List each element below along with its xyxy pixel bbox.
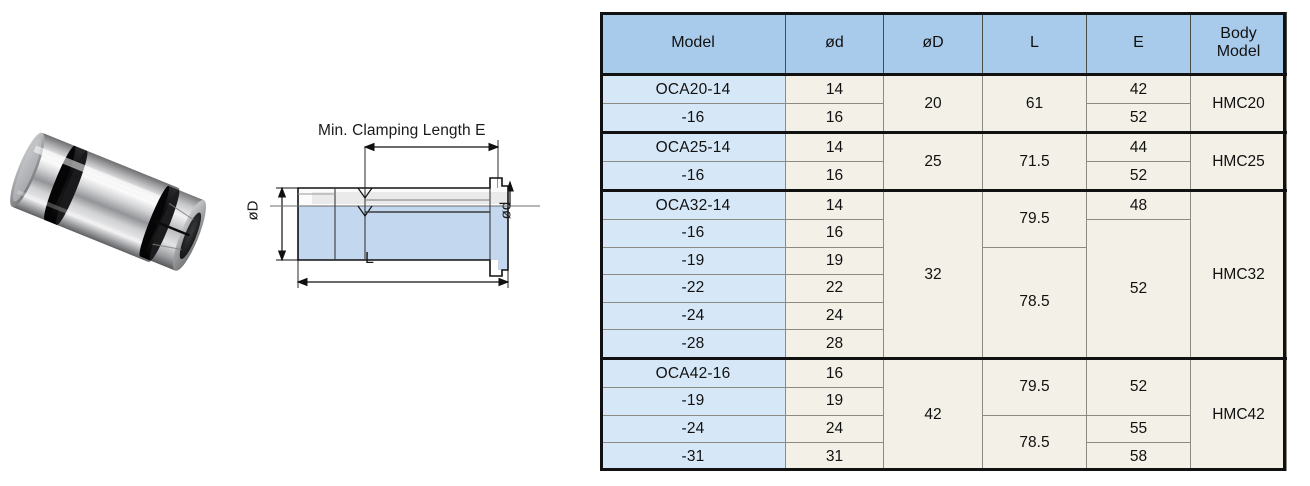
header-od: ød — [785, 12, 884, 76]
cell-model: -16 — [600, 219, 786, 248]
cell-L: 78.5 — [982, 414, 1087, 472]
cell-model: -19 — [600, 387, 786, 416]
cell-oD: 42 — [883, 357, 983, 471]
cell-od: 28 — [785, 329, 884, 360]
cell-E: 42 — [1086, 73, 1191, 104]
cell-od: 19 — [785, 387, 884, 416]
cell-model: OCA20-14 — [600, 73, 786, 104]
cell-L: 71.5 — [982, 131, 1087, 191]
cell-oD: 25 — [883, 131, 983, 191]
cell-od: 16 — [785, 161, 884, 191]
cell-model: -16 — [600, 161, 786, 191]
header-body-model: Body Model — [1190, 12, 1287, 76]
cell-E: 52 — [1086, 103, 1191, 133]
header-L: L — [982, 12, 1087, 76]
cell-model: -28 — [600, 329, 786, 360]
cell-model: OCA32-14 — [600, 189, 786, 220]
cell-od: 22 — [785, 274, 884, 303]
cell-model: -24 — [600, 414, 786, 444]
cell-E: 52 — [1086, 218, 1191, 360]
cell-od: 24 — [785, 301, 884, 331]
cell-model: -16 — [600, 103, 786, 133]
cell-body-model: HMC20 — [1190, 73, 1287, 133]
dimension-line-L — [296, 260, 510, 288]
cell-body-model: HMC42 — [1190, 357, 1287, 471]
header-body-model-line1: Body — [1220, 25, 1257, 43]
cell-od: 14 — [785, 131, 884, 162]
technical-drawing-panel: Min. Clamping Length E — [240, 110, 585, 310]
cell-od: 24 — [785, 414, 884, 444]
cell-L: 79.5 — [982, 357, 1087, 416]
header-oD: øD — [883, 12, 983, 76]
cell-od: 14 — [785, 73, 884, 104]
cell-L: 61 — [982, 73, 1087, 133]
min-clamping-length-label: Min. Clamping Length E — [318, 122, 486, 139]
cell-od: 16 — [785, 103, 884, 133]
cell-E: 52 — [1086, 161, 1191, 191]
collet-sleeve-illustration — [10, 132, 207, 271]
cell-od: 16 — [785, 219, 884, 248]
cell-L: 79.5 — [982, 189, 1087, 248]
cell-model: -19 — [600, 246, 786, 276]
cell-model: OCA25-14 — [600, 131, 786, 162]
cell-model: -22 — [600, 274, 786, 303]
cell-E: 44 — [1086, 131, 1191, 162]
outer-diameter-label: øD — [244, 200, 262, 221]
cell-L: 78.5 — [982, 246, 1087, 360]
header-E: E — [1086, 12, 1191, 76]
collet-sleeve-photo — [8, 108, 216, 298]
cell-od: 19 — [785, 246, 884, 276]
cell-E: 52 — [1086, 357, 1191, 416]
cell-model: -31 — [600, 442, 786, 471]
cell-E: 48 — [1086, 189, 1191, 220]
cell-oD: 32 — [883, 188, 983, 360]
cell-E: 55 — [1086, 414, 1191, 444]
cell-model: OCA42-16 — [600, 357, 786, 389]
cell-body-model: HMC32 — [1190, 188, 1287, 360]
sleeve-cross-section-drawing — [270, 140, 540, 288]
header-model: Model — [600, 12, 786, 76]
cell-od: 31 — [785, 442, 884, 471]
cell-od: 16 — [785, 357, 884, 389]
dimension-line-E — [363, 140, 500, 206]
inner-diameter-label: ød — [497, 201, 515, 220]
cell-oD: 20 — [883, 73, 983, 133]
cell-od: 14 — [785, 189, 884, 220]
cell-body-model: HMC25 — [1190, 131, 1287, 191]
cell-model: -24 — [600, 301, 786, 331]
length-label: L — [365, 250, 374, 267]
table-header-row: Model ød øD L E Body Model — [600, 12, 1287, 76]
dimension-line-oD — [276, 186, 300, 262]
sleeve-body-section — [270, 177, 540, 277]
cell-E: 58 — [1086, 442, 1191, 471]
header-body-model-line2: Model — [1216, 43, 1261, 60]
product-photo-panel — [0, 0, 240, 486]
